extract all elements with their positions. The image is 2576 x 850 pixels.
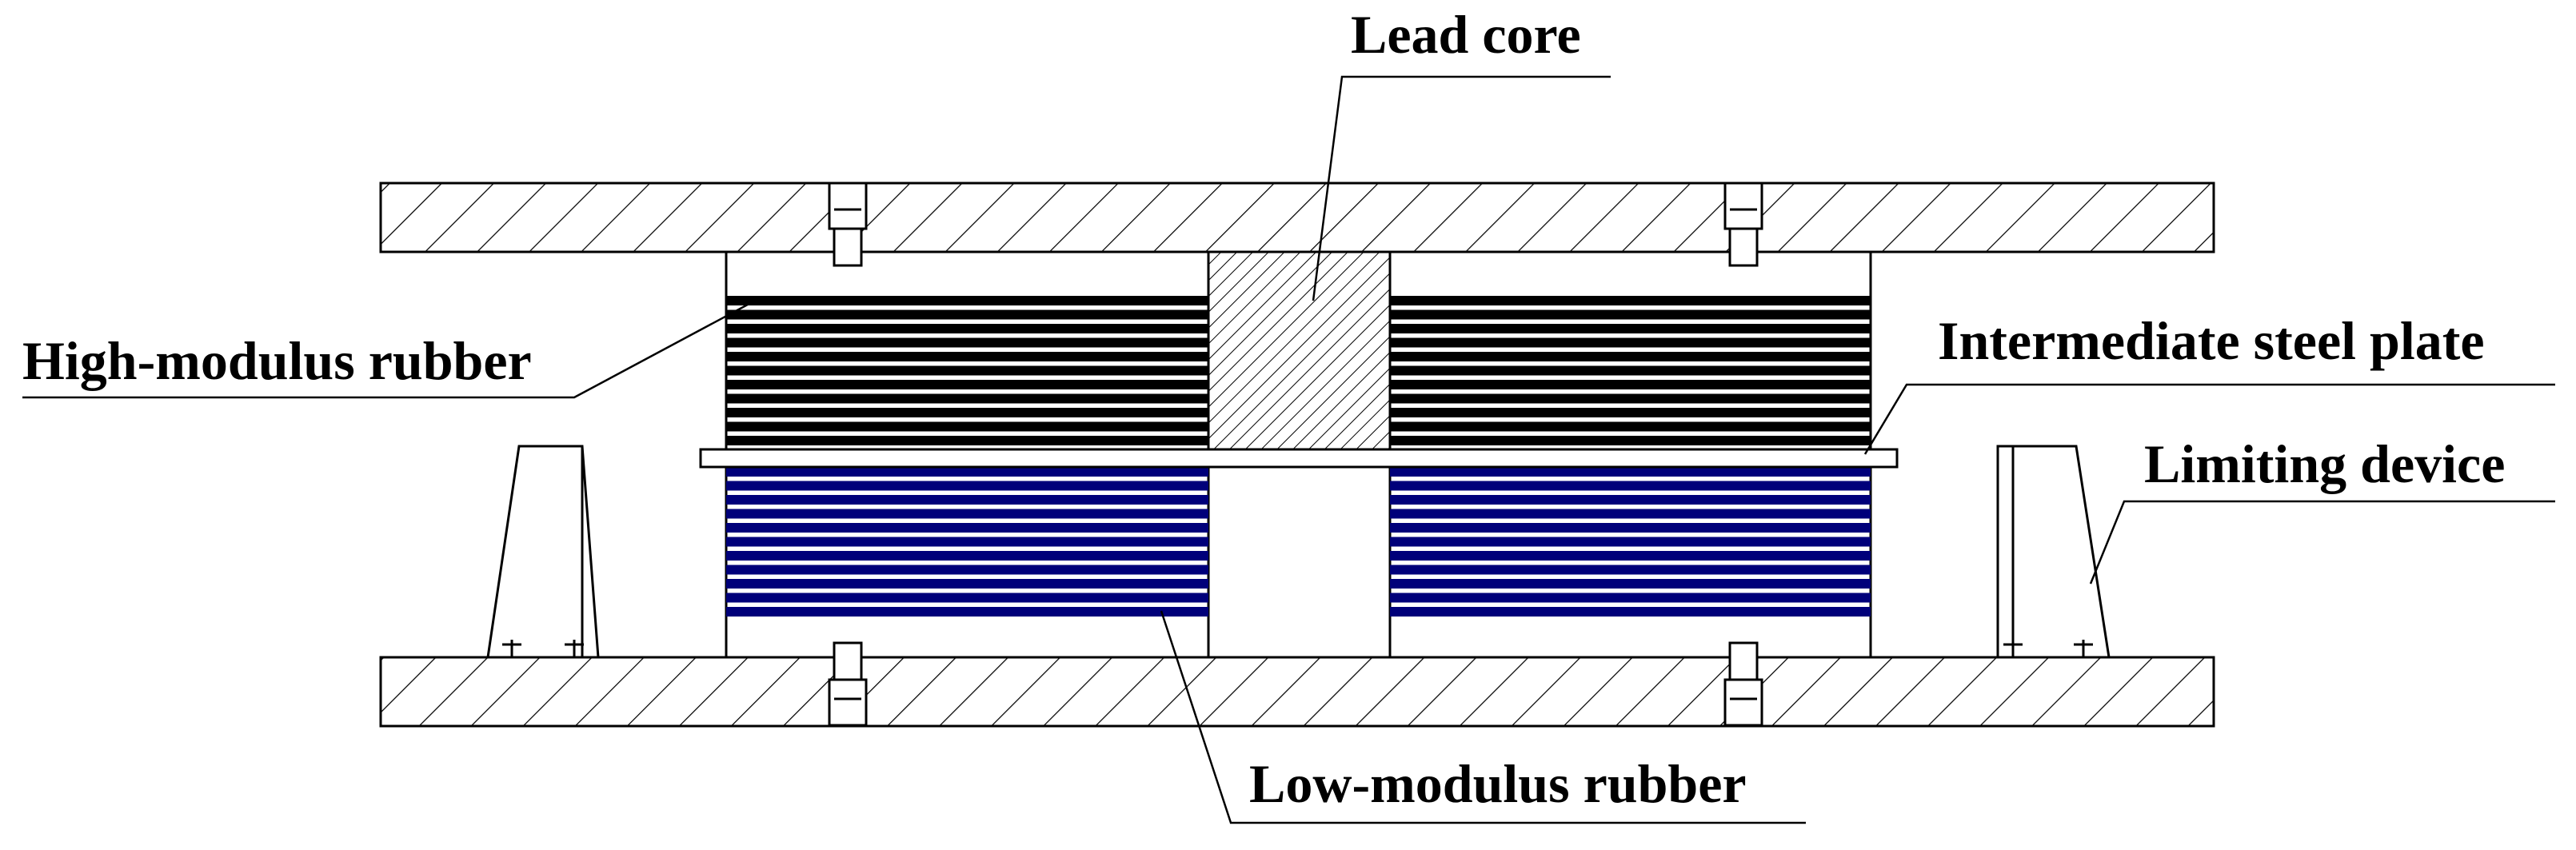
bottom-connecting-bolts [828, 641, 1763, 727]
low-modulus-rubber-layer [1390, 467, 1871, 477]
low-modulus-rubber-layer [726, 481, 1208, 491]
low-modulus-rubber-right [1390, 467, 1871, 617]
low-modulus-rubber-layer [1390, 593, 1871, 603]
high-modulus-rubber-layer [726, 408, 1208, 417]
high-modulus-rubber-layer [1390, 352, 1871, 361]
high-modulus-rubber-layer [1390, 324, 1871, 333]
leader-lines [22, 75, 2555, 824]
high-modulus-rubber-layer [726, 324, 1208, 333]
low-modulus-rubber-layer [726, 607, 1208, 617]
low-modulus-rubber-layer [1390, 523, 1871, 533]
top-steel-plate [379, 182, 2215, 253]
low-modulus-rubber-layer [726, 509, 1208, 519]
label-lead-core: Lead core [1351, 4, 1581, 65]
high-modulus-rubber-layer [726, 309, 1208, 320]
low-modulus-rubber-layer [726, 565, 1208, 575]
low-modulus-rubber-layer [1390, 495, 1871, 505]
top-connecting-bolts [828, 182, 1763, 267]
low-modulus-rubber-layer [1390, 481, 1871, 491]
low-modulus-rubber-layer [1390, 537, 1871, 547]
high-modulus-rubber-layer [1390, 309, 1871, 320]
high-modulus-rubber-layer [726, 421, 1208, 432]
low-modulus-rubber-layer [726, 467, 1208, 477]
high-modulus-rubber-layer [1390, 421, 1871, 432]
label-limiting-device: Limiting device [2144, 433, 2505, 494]
label-low-modulus-rubber: Low-modulus rubber [1249, 753, 1747, 814]
high-modulus-rubber-layer [1390, 408, 1871, 417]
high-modulus-rubber-layer [1390, 380, 1871, 389]
high-modulus-rubber-layer [1390, 365, 1871, 376]
lead-core [1207, 250, 1392, 451]
label-intermediate-steel-plate: Intermediate steel plate [1938, 310, 2485, 371]
intermediate-steel-plate [699, 448, 1899, 469]
high-modulus-rubber-layer [726, 393, 1208, 404]
low-modulus-rubber-layer [1390, 607, 1871, 617]
high-modulus-rubber-layer [726, 436, 1208, 445]
high-modulus-rubber-layer [1390, 337, 1871, 348]
limiting-device-right [1996, 445, 2111, 659]
low-modulus-rubber-layer [726, 593, 1208, 603]
low-modulus-rubber-layer [1390, 551, 1871, 561]
bottom-steel-plate [379, 656, 2215, 728]
high-modulus-rubber-layer [1390, 296, 1871, 305]
low-modulus-rubber-layer [726, 551, 1208, 561]
label-high-modulus-rubber: High-modulus rubber [22, 330, 532, 391]
high-modulus-rubber-layer [726, 352, 1208, 361]
low-modulus-rubber-layer [726, 579, 1208, 589]
low-modulus-rubber-layer [1390, 565, 1871, 575]
high-modulus-rubber-layer [726, 337, 1208, 348]
high-modulus-rubber-left [726, 296, 1208, 445]
high-modulus-rubber-right [1390, 296, 1871, 445]
low-modulus-rubber-layer [1390, 579, 1871, 589]
high-modulus-rubber-layer [726, 380, 1208, 389]
limiting-device-left [486, 445, 600, 659]
low-modulus-rubber-layer [726, 537, 1208, 547]
high-modulus-rubber-layer [726, 365, 1208, 376]
low-modulus-rubber-layer [726, 523, 1208, 533]
high-modulus-rubber-layer [726, 296, 1208, 305]
high-modulus-rubber-layer [1390, 436, 1871, 445]
low-modulus-rubber-layer [726, 495, 1208, 505]
low-modulus-rubber-layer [1390, 509, 1871, 519]
low-modulus-rubber-left [726, 467, 1208, 617]
high-modulus-rubber-layer [1390, 393, 1871, 404]
